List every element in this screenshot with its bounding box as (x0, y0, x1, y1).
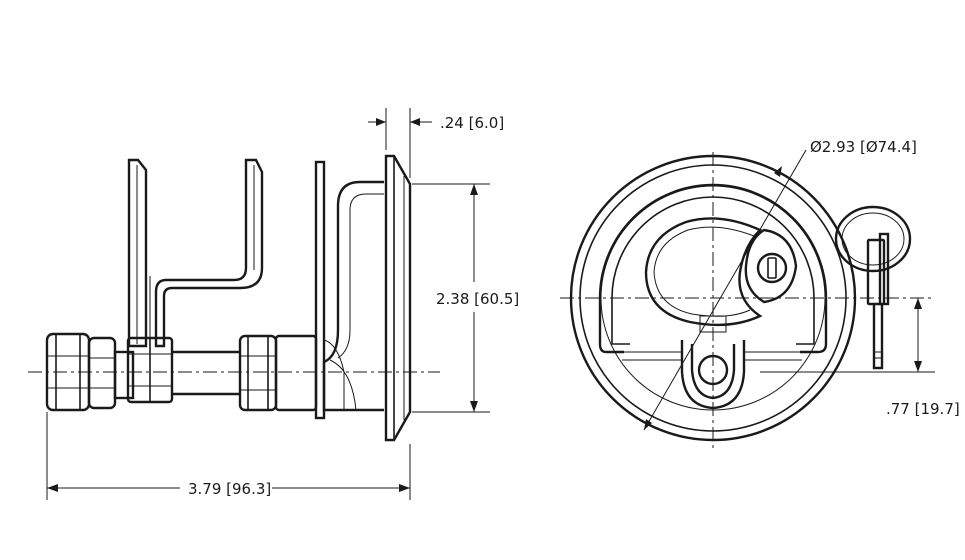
dimension-offset: .77 [19.7] (760, 298, 960, 418)
dimension-flange-thickness: .24 [6.0] (368, 108, 504, 178)
hex-nut-right (238, 334, 278, 412)
finger-opening (644, 217, 763, 327)
dim-flange-thickness-label: .24 [6.0] (440, 114, 504, 132)
dim-diameter-label: Ø2.93 [Ø74.4] (810, 138, 917, 156)
cam-bracket (126, 158, 264, 404)
lock-cylinder (744, 228, 798, 304)
dimension-diameter: Ø2.93 [Ø74.4] (643, 138, 917, 431)
trigger-tab (622, 315, 802, 410)
dim-offset-label: .77 [19.7] (886, 400, 960, 418)
dimension-overall-length: 3.79 [96.3] (46, 412, 411, 500)
shaft (172, 350, 240, 396)
dim-body-height-label: 2.38 [60.5] (436, 290, 519, 308)
key-and-ring (834, 205, 912, 370)
dim-overall-length-label: 3.79 [96.3] (188, 480, 271, 498)
front-view (560, 152, 935, 448)
latch-housing (322, 180, 384, 412)
hex-nut-second (87, 336, 117, 410)
threaded-stub (274, 334, 318, 412)
mounting-panel (314, 160, 326, 420)
side-view (28, 154, 440, 442)
flange (384, 154, 412, 442)
shaft-collar (113, 350, 135, 400)
dimension-body-height: 2.38 [60.5] (412, 183, 519, 413)
